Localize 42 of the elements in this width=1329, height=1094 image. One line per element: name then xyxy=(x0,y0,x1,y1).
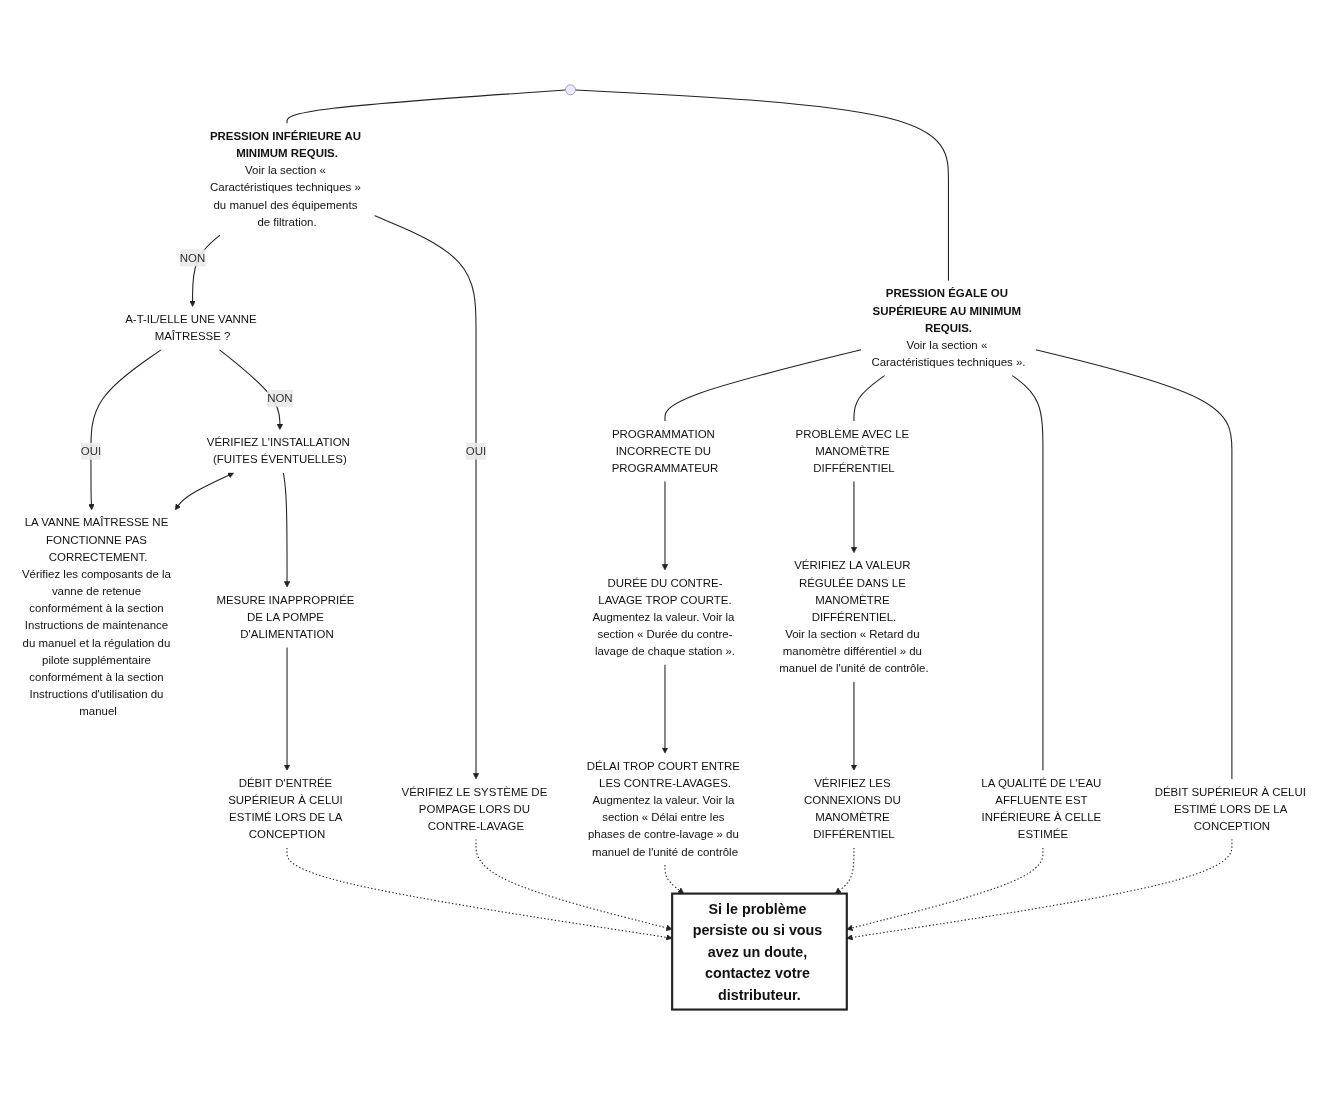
node-text: PROBLÈME AVEC LE MANOMÈTRE DIFFÉRENTIEL xyxy=(795,427,909,474)
edge-label: OUI xyxy=(80,444,101,457)
node-box: Si le problème persiste ou si vous avez un doute, contactez votre distributeur. xyxy=(670,892,848,1011)
arrow xyxy=(846,847,1043,931)
arrow xyxy=(663,864,684,894)
node-text: LA VANNE MAÎTRESSE NE FONCTIONNE PAS CORRECTEMENT. Vérifiez les composants de la vanne de retenue conformément à la section Instructions de maintenance du manuel et la régulation du pilote supplémentaire conformément à la section Instructions d'utilisation du manuel xyxy=(21,516,171,718)
connector xyxy=(663,349,862,422)
arrow xyxy=(283,646,290,771)
node-text: PRESSION ÉGALE OU SUPÉRIEURE AU MINIMUM REQUIS. Voir la section « Caractéristiques techniques ». xyxy=(870,287,1025,369)
edge-label: NON xyxy=(179,251,205,264)
arrow xyxy=(846,838,1232,941)
connector xyxy=(574,89,949,282)
node-text: PROGRAMMATION INCORRECTE DU PROGRAMMATEUR xyxy=(611,427,718,474)
node-text: A-T-IL/ELLE UNE VANNE MAÎTRESSE ? xyxy=(124,312,257,343)
node-text: PRESSION INFÉRIEURE AU MINIMUM REQUIS. Voir la section « Caractéristiques techniques » du manuel des équipements de filtration. xyxy=(209,129,361,228)
node-text: MESURE INAPPROPRIÉE DE LA POMPE D'ALIMENTATION xyxy=(215,593,355,641)
node-text: DÉLAI TROP COURT ENTRE LES CONTRE-LAVAGES. Augmentez la valeur. Voir la section « Délai entre les phases de contre-lavage » du manuel de l'unité de contrôle xyxy=(586,759,740,858)
arrow xyxy=(282,472,290,588)
arrow xyxy=(661,480,668,571)
node-text: VÉRIFIEZ LES CONNEXIONS DU MANOMÈTRE DIFFÉRENTIEL xyxy=(803,776,901,841)
edge-label: OUI xyxy=(465,444,486,457)
arrow xyxy=(850,681,857,771)
arrow xyxy=(850,480,857,553)
connector xyxy=(1034,349,1232,780)
node-text: VÉRIFIEZ LA VALEUR RÉGULÉE DANS LE MANOMÈTRE DIFFÉRENTIEL. Voir la section « Retard du manomètre différentiel » du manuel de l'unité de contrôle. xyxy=(778,559,929,675)
arrow xyxy=(475,838,672,931)
edge-label: NON xyxy=(266,391,293,404)
node-text: DÉBIT D'ENTRÉE SUPÉRIEUR À CELUI ESTIMÉ LORS DE LA CONCEPTION xyxy=(227,776,343,841)
arrow xyxy=(661,663,668,754)
node-text: DURÉE DU CONTRE-LAVAGE TROP COURTE. Augmentez la valeur. Voir la section « Durée du contre-lavage de chaque station ». xyxy=(591,576,735,658)
arrow xyxy=(286,847,672,941)
arrow xyxy=(834,847,854,894)
connector xyxy=(286,89,566,124)
node-text: DÉBIT SUPÉRIEUR À CELUI ESTIMÉ LORS DE LA CONCEPTION xyxy=(1154,785,1306,832)
connector xyxy=(1011,374,1043,771)
arrow xyxy=(174,472,234,511)
arrow xyxy=(87,348,162,511)
connector xyxy=(852,374,885,422)
node-text: VÉRIFIEZ LE SYSTÈME DE POMPAGE LORS DU CONTRE-LAVAGE xyxy=(401,785,547,832)
node-text: VÉRIFIEZ L'INSTALLATION (FUITES ÉVENTUELLES) xyxy=(206,436,350,466)
node-text: LA QUALITÉ DE L'EAU AFFLUENTE EST INFÉRIEURE À CELLE ESTIMÉE xyxy=(980,776,1101,841)
arrow xyxy=(373,214,479,780)
